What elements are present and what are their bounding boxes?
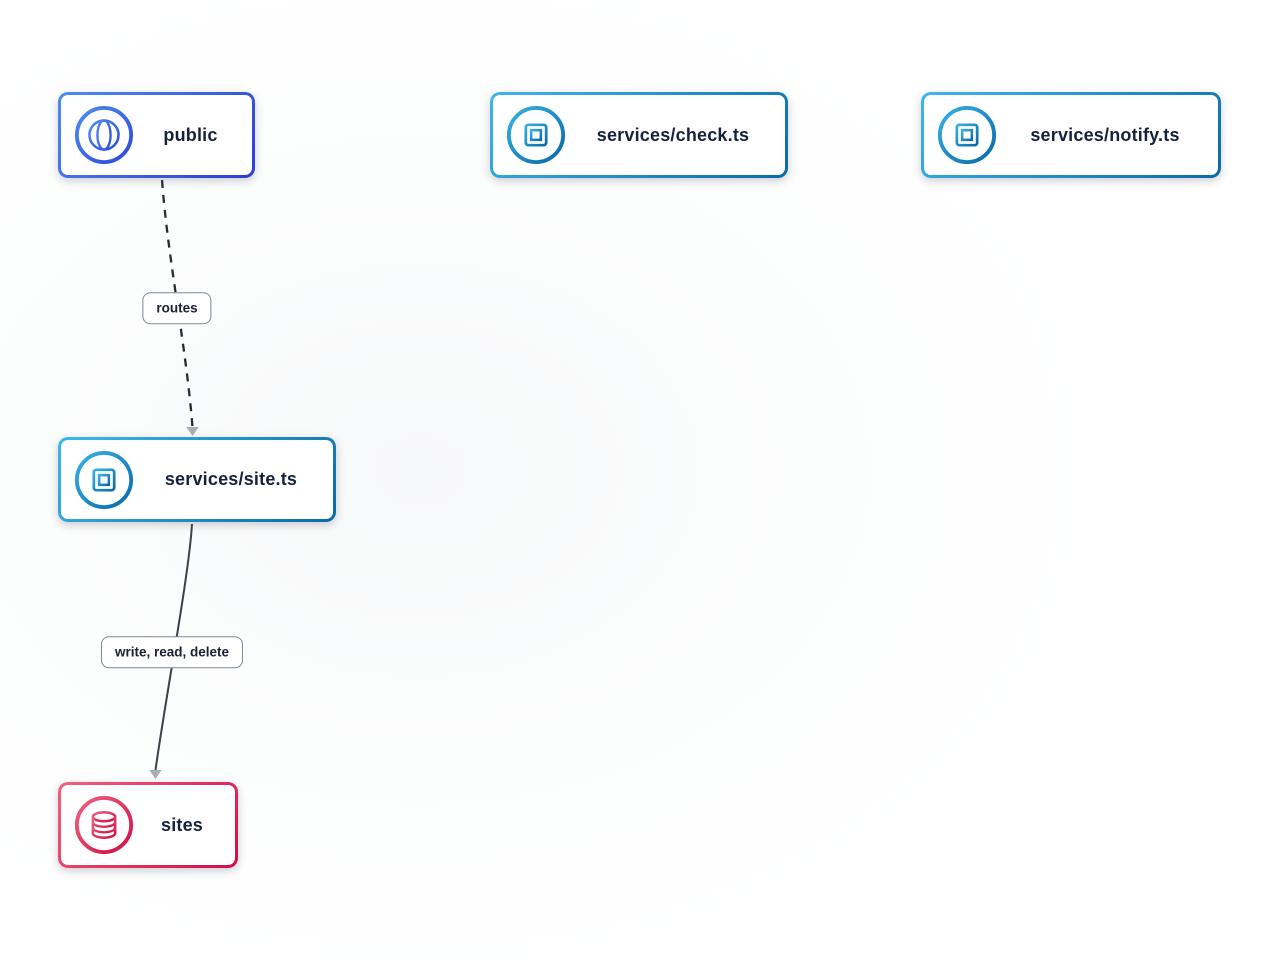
node-label-services-site: services/site.ts	[164, 469, 298, 489]
chip-icon	[937, 105, 997, 165]
arrowhead-site-to-sites	[149, 770, 162, 779]
node-services-site-body: services/site.ts	[61, 440, 333, 519]
node-services-check-body: services/check.ts	[493, 95, 785, 175]
node-services-site[interactable]: services/site.ts	[58, 437, 336, 522]
node-services-notify-body: services/notify.ts	[924, 95, 1218, 175]
node-services-check[interactable]: services/check.ts	[490, 92, 788, 178]
node-label-sites: sites	[160, 814, 204, 835]
arrowhead-public-to-site	[186, 427, 199, 436]
edge-label-write-read-delete: write, read, delete	[100, 636, 244, 668]
chip-icon	[506, 105, 566, 165]
node-label-services-notify: services/notify.ts	[1030, 124, 1180, 145]
database-icon	[74, 795, 134, 855]
globe-icon	[74, 105, 134, 165]
edge-label-routes: routes	[142, 292, 212, 324]
node-services-notify[interactable]: services/notify.ts	[921, 92, 1221, 178]
chip-icon	[74, 450, 134, 509]
node-sites[interactable]: sites	[58, 782, 238, 868]
node-public-body: public	[61, 95, 252, 175]
node-public[interactable]: public	[58, 92, 255, 178]
node-label-services-check: services/check.ts	[596, 124, 750, 145]
node-label-public: public	[163, 124, 218, 145]
node-sites-body: sites	[61, 785, 235, 865]
